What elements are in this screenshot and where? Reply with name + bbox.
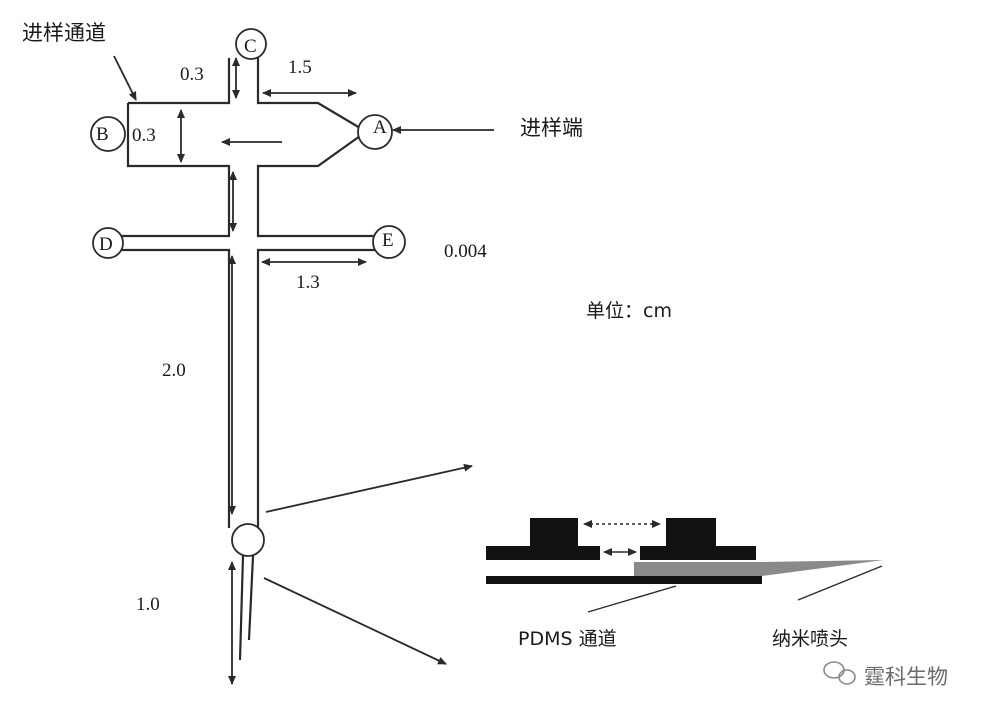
arrow-zoom-upper: [265, 463, 473, 513]
arrow-sample-channel: [113, 55, 137, 101]
dim-depth: 0.004: [444, 241, 487, 262]
outlet-port: [231, 523, 265, 557]
dim-main-channel: 2.0: [162, 360, 186, 381]
gray-nozzle-layer: [634, 562, 762, 576]
port-b-label: B: [96, 124, 109, 145]
nozzle-taper: [762, 560, 884, 576]
pdms-base-left: [486, 546, 600, 560]
sample-port-label: 进样端: [520, 116, 583, 140]
chip-outline: [120, 58, 378, 661]
port-a: A: [357, 114, 393, 150]
pointer-nozzle: [797, 565, 883, 601]
dim-a-width: 1.5: [288, 57, 312, 78]
pdms-base-right: [640, 546, 756, 560]
pointer-pdms: [587, 585, 677, 613]
port-e-label: E: [382, 230, 394, 251]
port-d: D: [92, 227, 124, 259]
cross-section-inset: PDMS 通道 纳米喷头: [486, 518, 884, 650]
dim-nozzle: 1.0: [136, 594, 160, 615]
watermark: 霆科生物: [823, 661, 948, 689]
dim-e-width: 1.3: [296, 272, 320, 293]
dimension-arrows: [113, 55, 494, 685]
substrate: [486, 576, 762, 584]
pdms-block-left: [530, 518, 578, 546]
arrow-zoom-lower: [263, 577, 447, 665]
unit-label: 单位：cm: [586, 300, 672, 322]
port-c-label: C: [244, 36, 257, 57]
port-c: C: [235, 28, 267, 60]
pdms-channel-label: PDMS 通道: [518, 628, 617, 650]
wechat-icon: [823, 661, 856, 685]
dim-c-stub: 0.3: [180, 64, 204, 85]
dim-b-height: 0.3: [132, 125, 156, 146]
nano-nozzle-label: 纳米喷头: [772, 628, 848, 650]
port-b: B: [90, 116, 126, 152]
port-e: E: [372, 225, 406, 259]
pdms-block-right: [666, 518, 716, 546]
sample-channel-label: 进样通道: [22, 21, 106, 45]
watermark-text: 霆科生物: [864, 665, 948, 689]
port-a-label: A: [373, 117, 387, 138]
port-d-label: D: [99, 234, 113, 255]
